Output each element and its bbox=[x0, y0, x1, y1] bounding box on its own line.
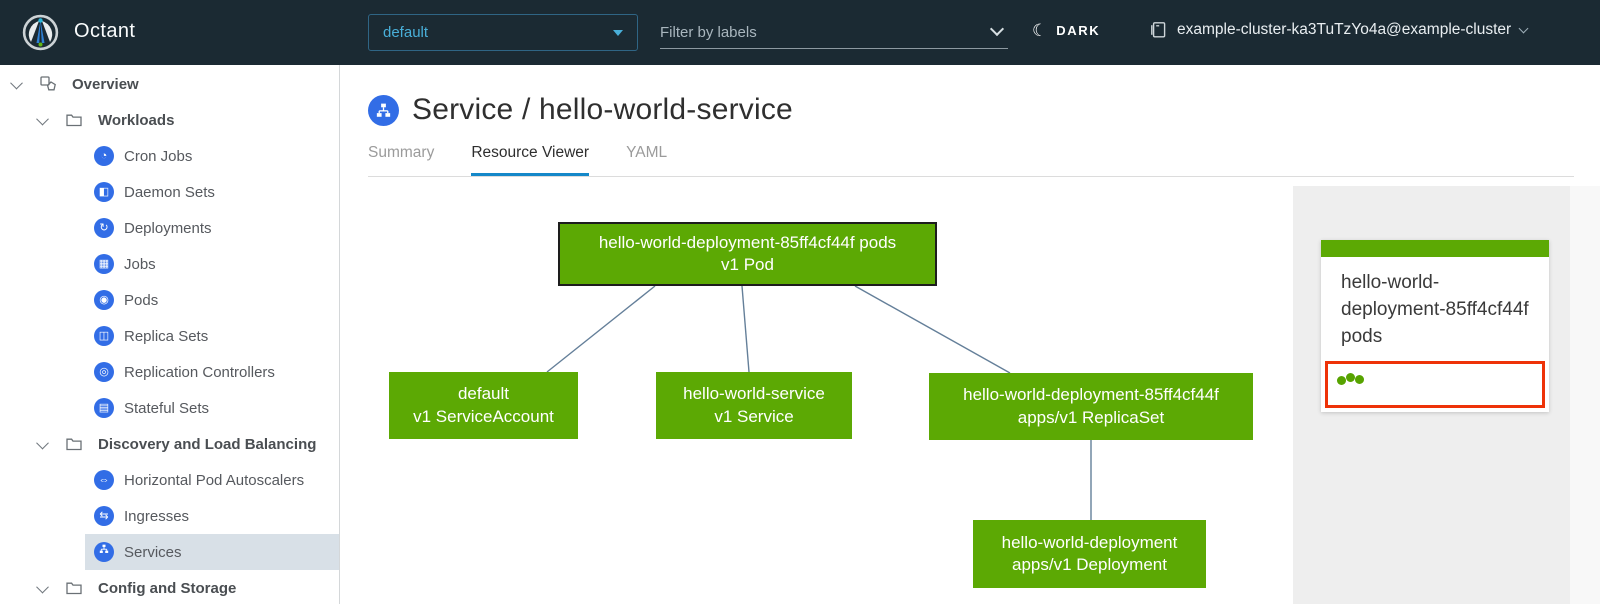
sidebar-item-label: Services bbox=[124, 543, 182, 561]
selected-resource-card[interactable]: hello-world-deployment-85ff4cf44f pods bbox=[1321, 240, 1549, 412]
graph-node-pod[interactable]: hello-world-deployment-85ff4cf44f pods v1… bbox=[558, 222, 937, 286]
page-title: Service / hello-world-service bbox=[412, 93, 793, 126]
tab-bar: Summary Resource Viewer YAML bbox=[368, 144, 1574, 177]
card-title: hello-world-deployment-85ff4cf44f pods bbox=[1341, 272, 1529, 347]
chevron-down-icon[interactable] bbox=[36, 112, 49, 125]
folder-icon bbox=[66, 434, 88, 454]
pod-status-box[interactable] bbox=[1325, 360, 1545, 408]
sidebar-item-services[interactable]: Services bbox=[85, 534, 339, 570]
replicaset-icon: ◫ bbox=[94, 326, 114, 346]
pod-dot-icon[interactable] bbox=[1355, 374, 1364, 384]
sidebar-item-discovery-and-load-balancing[interactable]: Discovery and Load Balancing bbox=[0, 426, 339, 462]
scroll-gutter bbox=[1570, 186, 1600, 604]
sidebar-item-label: Deployments bbox=[124, 219, 212, 237]
node-name: hello-world-service bbox=[683, 384, 825, 404]
node-kind: v1 Service bbox=[714, 406, 794, 426]
node-name: hello-world-deployment bbox=[1001, 532, 1178, 552]
theme-toggle-label: DARK bbox=[1056, 23, 1101, 38]
daemonset-icon: ◧ bbox=[94, 182, 114, 202]
cluster-icon bbox=[1151, 22, 1166, 38]
octant-logo-icon[interactable] bbox=[22, 14, 59, 51]
node-name: hello-world-deployment-85ff4cf44f bbox=[963, 385, 1219, 405]
cluster-selector[interactable]: example-cluster-ka3TuTzYo4a@example-clus… bbox=[1150, 21, 1529, 39]
sidebar-item-label: Discovery and Load Balancing bbox=[98, 435, 317, 453]
service-icon bbox=[94, 542, 114, 562]
node-kind: v1 Pod bbox=[721, 255, 774, 274]
sidebar-item-replica-sets[interactable]: ◫ Replica Sets bbox=[0, 318, 339, 354]
sidebar-item-daemon-sets[interactable]: ◧ Daemon Sets bbox=[0, 174, 339, 210]
sidebar-item-label: Replica Sets bbox=[124, 327, 209, 345]
sidebar-item-label: Daemon Sets bbox=[124, 183, 215, 201]
node-name: default bbox=[457, 384, 510, 404]
resource-detail-panel: hello-world-deployment-85ff4cf44f pods bbox=[1293, 186, 1570, 604]
replicationcontroller-icon: ◎ bbox=[94, 362, 114, 382]
graph-edges bbox=[546, 285, 1092, 520]
sidebar-item-overview[interactable]: Overview bbox=[0, 66, 339, 102]
node-name: hello-world-deployment-85ff4cf44f pods bbox=[598, 232, 897, 252]
sidebar-item-jobs[interactable]: ▦ Jobs bbox=[0, 246, 339, 282]
chevron-down-icon bbox=[989, 21, 1005, 37]
tab-resource-viewer[interactable]: Resource Viewer bbox=[471, 144, 590, 176]
filter-by-labels-input[interactable]: Filter by labels bbox=[660, 16, 1008, 49]
theme-toggle-button[interactable]: ☾ DARK bbox=[1032, 22, 1100, 39]
status-strip bbox=[1321, 240, 1549, 257]
service-icon bbox=[368, 94, 399, 126]
sidebar-item-label: Pods bbox=[124, 291, 159, 309]
namespace-value: default bbox=[383, 24, 429, 41]
resource-viewer-canvas[interactable]: hello-world-deployment-85ff4cf44f pods v1… bbox=[340, 186, 1600, 604]
folder-icon bbox=[66, 578, 88, 598]
sidebar-item-label: Jobs bbox=[124, 255, 156, 273]
app-header: Octant default Filter by labels ☾ DARK e… bbox=[0, 0, 1600, 65]
chevron-down-icon bbox=[613, 29, 623, 36]
filter-placeholder: Filter by labels bbox=[660, 23, 757, 41]
sidebar-item-deployments[interactable]: ↻ Deployments bbox=[0, 210, 339, 246]
moon-icon: ☾ bbox=[1032, 21, 1048, 40]
deployment-icon: ↻ bbox=[94, 218, 114, 238]
sidebar-item-cron-jobs[interactable]: ◔ Cron Jobs bbox=[0, 138, 339, 174]
sidebar-item-label: Workloads bbox=[98, 111, 175, 129]
sidebar-item-label: Replication Controllers bbox=[124, 363, 275, 381]
chevron-down-icon[interactable] bbox=[10, 76, 23, 89]
pod-dot-icon[interactable] bbox=[1337, 375, 1346, 385]
job-icon: ▦ bbox=[94, 254, 114, 274]
pod-dot-icon[interactable] bbox=[1346, 372, 1355, 382]
content-header: Service / hello-world-service Summary Res… bbox=[340, 65, 1600, 186]
sidebar-item-label: Cron Jobs bbox=[124, 147, 193, 165]
sidebar-item-config-and-storage[interactable]: Config and Storage bbox=[0, 570, 339, 604]
chevron-down-icon[interactable] bbox=[36, 436, 49, 449]
graph-node-deployment[interactable]: hello-world-deployment apps/v1 Deployment bbox=[973, 520, 1206, 588]
folder-icon bbox=[66, 110, 88, 130]
node-kind: v1 ServiceAccount bbox=[413, 406, 554, 426]
tab-yaml[interactable]: YAML bbox=[626, 144, 668, 161]
node-kind: apps/v1 Deployment bbox=[1012, 555, 1167, 574]
sidebar-item-label: Horizontal Pod Autoscalers bbox=[124, 471, 305, 489]
sidebar-item-pods[interactable]: ◉ Pods bbox=[0, 282, 339, 318]
sidebar-item-label: Overview bbox=[72, 75, 139, 93]
namespace-selector[interactable]: default bbox=[368, 14, 638, 51]
sidebar-item-workloads[interactable]: Workloads bbox=[0, 102, 339, 138]
sidebar-item-label: Config and Storage bbox=[98, 579, 237, 597]
cronjob-icon: ◔ bbox=[94, 146, 114, 166]
hpa-icon: ⇔ bbox=[94, 470, 114, 490]
sidebar-item-ingresses[interactable]: ⇆ Ingresses bbox=[0, 498, 339, 534]
app-title: Octant bbox=[74, 20, 136, 42]
sidebar-item-stateful-sets[interactable]: ▤ Stateful Sets bbox=[0, 390, 339, 426]
statefulset-icon: ▤ bbox=[94, 398, 114, 418]
ingress-icon: ⇆ bbox=[94, 506, 114, 526]
chevron-down-icon bbox=[1518, 23, 1529, 34]
sidebar-item-replication-controllers[interactable]: ◎ Replication Controllers bbox=[0, 354, 339, 390]
tab-summary[interactable]: Summary bbox=[368, 144, 435, 161]
pod-icon: ◉ bbox=[94, 290, 114, 310]
sidebar-item-horizontal-pod-autoscalers[interactable]: ⇔ Horizontal Pod Autoscalers bbox=[0, 462, 339, 498]
chevron-down-icon[interactable] bbox=[36, 580, 49, 593]
sidebar-item-label: Stateful Sets bbox=[124, 399, 210, 417]
sidebar-item-label: Ingresses bbox=[124, 507, 190, 525]
cluster-name: example-cluster-ka3TuTzYo4a@example-clus… bbox=[1177, 21, 1512, 38]
node-kind: apps/v1 ReplicaSet bbox=[1017, 407, 1165, 427]
overview-icon bbox=[40, 74, 62, 94]
